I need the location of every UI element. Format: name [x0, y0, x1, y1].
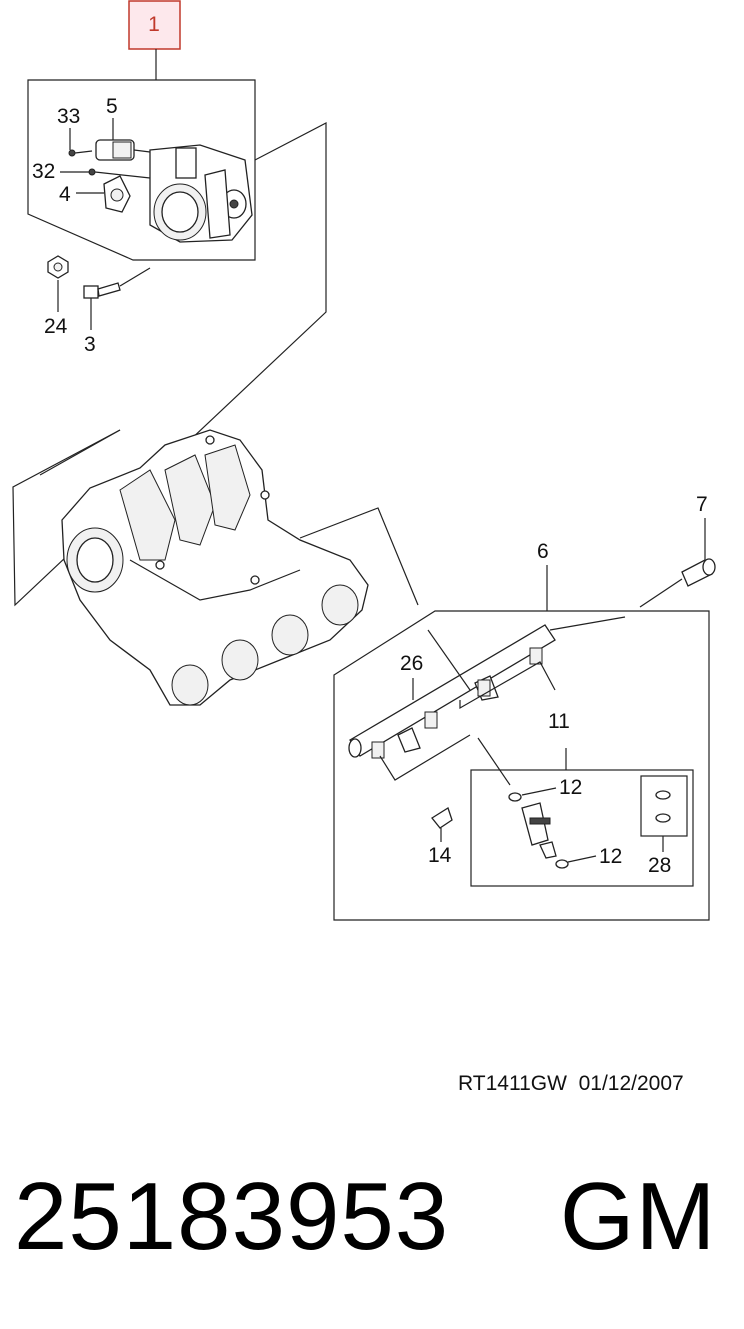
callout-1-box[interactable]: 1: [128, 0, 181, 50]
fuel-rail-link-frame: [299, 507, 419, 606]
injector-frame: [470, 769, 694, 887]
callout-12-label: 12: [559, 776, 582, 799]
throttle-body-frame: [27, 79, 256, 261]
callout-1-label: 1: [148, 13, 160, 36]
intake-manifold: [61, 429, 369, 706]
clip-14: [431, 807, 453, 829]
callout-26-label: 26: [400, 652, 423, 675]
fuel-rail-frame: [333, 610, 710, 921]
callout-3-label: 3: [84, 333, 96, 356]
callout-7-label: 7: [696, 493, 708, 516]
throttle-position-sensor: [103, 175, 131, 213]
bolt-7: [681, 558, 716, 587]
nut-24: [47, 255, 69, 279]
callout-24-label: 24: [44, 315, 68, 338]
seal-kit-28: [640, 775, 688, 837]
document-code: RT1411GW 01/12/2007: [458, 1072, 684, 1095]
screw-33: [68, 149, 93, 157]
callout-6-label: 6: [537, 540, 549, 563]
fuel-injector: [508, 792, 569, 869]
bolt-3: [83, 267, 151, 299]
callout-12-label: 12: [599, 845, 622, 868]
callout-32-label: 32: [32, 160, 55, 183]
callout-4-label: 4: [59, 183, 71, 206]
fuel-rail: [348, 624, 556, 759]
throttle-body: [149, 144, 253, 243]
idle-air-control-valve: [95, 139, 151, 161]
callout-11-label: 11: [548, 710, 570, 733]
callout-5-label: 5: [106, 95, 118, 118]
callout-28-label: 28: [648, 854, 671, 877]
part-number: 25183953 GM: [14, 1163, 717, 1270]
callout-33-label: 33: [57, 105, 80, 128]
callout-14-label: 14: [428, 844, 452, 867]
